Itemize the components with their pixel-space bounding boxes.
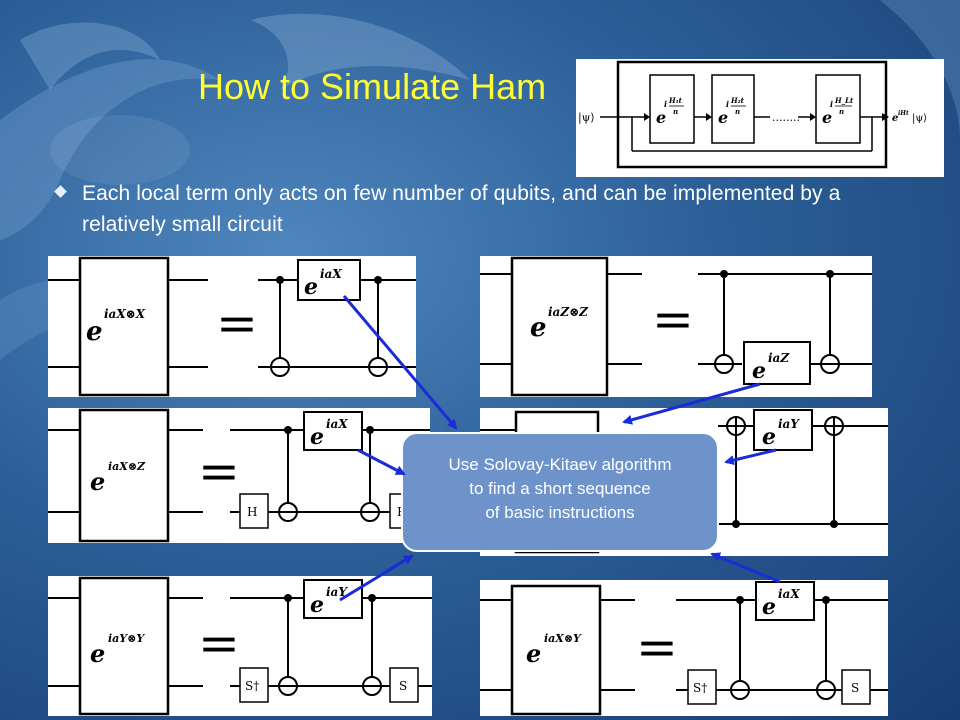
circuit-xy: e iaX⊗Y = S† e iaX S bbox=[480, 580, 888, 716]
circuit-xx: e iaX⊗X = e iaX bbox=[48, 256, 416, 397]
svg-text:iaZ⊗Z: iaZ⊗Z bbox=[548, 305, 589, 319]
svg-text:iaX: iaX bbox=[778, 587, 800, 601]
svg-text:e: e bbox=[822, 108, 832, 127]
box-L-label: e i H_Lt n bbox=[822, 96, 854, 127]
svg-text:e: e bbox=[90, 639, 105, 668]
svg-text:H_Lt: H_Lt bbox=[834, 96, 854, 105]
svg-text:n: n bbox=[839, 107, 844, 116]
svg-text:n: n bbox=[673, 107, 678, 116]
svg-text:H₁t: H₁t bbox=[668, 96, 683, 105]
callout-line-1: Use Solovay-Kitaev algorithm bbox=[448, 455, 672, 474]
svg-text:iHt: iHt bbox=[898, 110, 909, 117]
svg-text:e: e bbox=[718, 108, 728, 127]
svg-text:i: i bbox=[830, 99, 833, 109]
svg-text:S†: S† bbox=[693, 681, 707, 695]
svg-text:iaY: iaY bbox=[326, 585, 348, 599]
svg-text:e: e bbox=[310, 424, 324, 450]
svg-text:=: = bbox=[198, 442, 240, 500]
svg-text:iaY: iaY bbox=[778, 417, 800, 431]
slide-title: How to Simulate Ham bbox=[198, 66, 547, 107]
svg-text:e: e bbox=[892, 113, 898, 124]
ellipsis: ........ bbox=[772, 111, 800, 124]
svg-text:=: = bbox=[652, 290, 694, 348]
svg-text:e: e bbox=[762, 424, 776, 450]
box-1-label: e i H₁t n bbox=[656, 96, 684, 127]
equals-sign: = bbox=[216, 294, 258, 352]
svg-text:e: e bbox=[656, 108, 666, 127]
evolution-box-2 bbox=[711, 74, 755, 144]
input-ket: |ψ⟩ bbox=[578, 111, 595, 125]
svg-text:iaX⊗X: iaX⊗X bbox=[104, 307, 146, 321]
svg-text:e: e bbox=[526, 639, 541, 668]
evolution-box-L bbox=[815, 74, 861, 144]
svg-text:e: e bbox=[530, 313, 547, 343]
svg-text:|ψ⟩: |ψ⟩ bbox=[912, 113, 927, 124]
circuit-yy: e iaY⊗Y = S† e iaY S bbox=[48, 576, 432, 716]
circuit-xz: e iaX⊗Z = H e iaX H bbox=[48, 408, 430, 543]
svg-text:e: e bbox=[90, 467, 105, 496]
svg-text:S†: S† bbox=[245, 679, 259, 693]
box-2-label: e i H₂t n bbox=[718, 96, 746, 127]
svg-text:e: e bbox=[86, 317, 103, 347]
svg-text:iaY⊗Y: iaY⊗Y bbox=[108, 632, 145, 645]
svg-text:=: = bbox=[198, 614, 240, 672]
callout-line-2: to find a short sequence bbox=[469, 479, 651, 498]
svg-text:e: e bbox=[304, 274, 318, 300]
output-state: e iHt |ψ⟩ bbox=[892, 110, 927, 124]
svg-text:H₂t: H₂t bbox=[730, 96, 745, 105]
svg-text:S: S bbox=[399, 679, 407, 693]
svg-text:i: i bbox=[726, 99, 729, 109]
svg-text:=: = bbox=[636, 618, 678, 676]
svg-text:iaX⊗Y: iaX⊗Y bbox=[544, 632, 582, 645]
svg-text:iaZ: iaZ bbox=[768, 351, 790, 365]
svg-text:iaX: iaX bbox=[326, 417, 348, 431]
svg-text:e: e bbox=[310, 592, 324, 618]
evolution-box-1 bbox=[649, 74, 695, 144]
circuit-zz: e iaZ⊗Z = e iaZ bbox=[480, 256, 872, 397]
solovay-kitaev-callout: Use Solovay-Kitaev algorithm to find a s… bbox=[401, 432, 719, 552]
svg-text:H: H bbox=[247, 505, 257, 519]
callout-line-3: of basic instructions bbox=[485, 503, 635, 522]
svg-text:e: e bbox=[762, 594, 776, 620]
svg-text:e: e bbox=[752, 358, 766, 384]
bullet-text: Each local term only acts on few number … bbox=[82, 182, 841, 236]
svg-text:iaX⊗Z: iaX⊗Z bbox=[108, 460, 146, 473]
svg-text:S: S bbox=[851, 681, 859, 695]
svg-text:n: n bbox=[735, 107, 740, 116]
trotter-diagram: |ψ⟩ ........ e i H₁t n e i H₂t n bbox=[576, 59, 944, 177]
svg-text:i: i bbox=[664, 99, 667, 109]
svg-text:iaX: iaX bbox=[320, 267, 342, 281]
